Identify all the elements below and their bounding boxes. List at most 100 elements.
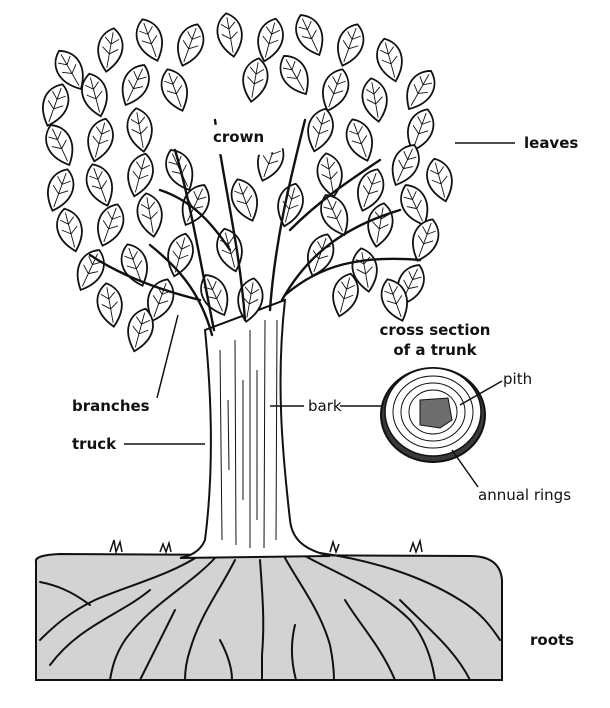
leaf-shape	[380, 278, 408, 322]
leaf-vein	[132, 312, 151, 348]
leaf-vein	[396, 148, 417, 182]
label-branches: branches	[72, 397, 150, 415]
leaf-shape	[181, 184, 210, 227]
leaf-vein	[130, 112, 148, 148]
leaf-shape	[56, 207, 83, 253]
leaf-shape	[357, 168, 385, 212]
leaf-vein	[92, 122, 111, 158]
leaf-vein	[417, 222, 436, 258]
leaf-shape	[177, 23, 205, 67]
label-pith: pith	[503, 370, 533, 388]
leaf-vein	[203, 278, 224, 312]
leader-lines	[124, 142, 515, 488]
leaf-vein	[100, 287, 118, 323]
crown-drawing	[42, 12, 453, 353]
leaf-vein	[312, 112, 331, 148]
leaf-vein	[429, 162, 448, 198]
leaf-vein	[379, 42, 398, 78]
leaf-shape	[135, 18, 163, 62]
leaf-vein	[298, 18, 319, 52]
leaf-vein	[323, 198, 344, 232]
leaf-vein	[164, 72, 183, 108]
leaf-vein	[242, 282, 260, 318]
leaf-vein	[47, 87, 66, 123]
leaf-vein	[403, 188, 424, 222]
leaf-vein	[372, 207, 390, 243]
leaf-shape	[47, 168, 75, 212]
leaf-vein	[126, 68, 147, 102]
pith-shape	[419, 397, 453, 429]
leaf-vein	[220, 17, 238, 53]
leaf-shape	[376, 37, 403, 83]
crown-bubble	[195, 123, 290, 156]
leaf-vein	[327, 72, 346, 108]
leaf-vein	[384, 282, 403, 318]
label-roots: roots	[530, 631, 575, 649]
label-bark: bark	[308, 397, 342, 415]
leaf-vein	[48, 128, 69, 162]
trunk-drawing	[179, 298, 331, 559]
leaf-vein	[124, 247, 143, 283]
leaf-vein	[139, 22, 158, 58]
leaf-shape	[307, 107, 334, 153]
leaf-shape	[127, 307, 154, 353]
label-annual-rings: annual rings	[478, 486, 572, 504]
label-cross-section-line1: cross section	[379, 321, 491, 339]
roots-drawing	[39, 552, 501, 681]
leaf-vein	[57, 54, 80, 86]
leaf-vein	[282, 59, 305, 91]
leaf-vein	[102, 32, 120, 68]
leaf-shape	[97, 203, 125, 247]
leaf-shape	[277, 182, 304, 228]
leaf-vein	[89, 167, 108, 203]
label-crown: crown	[213, 128, 265, 146]
leaf-shape	[121, 64, 150, 107]
leaf-vein	[84, 77, 103, 113]
leaf-shape	[295, 14, 324, 57]
leaf-shape	[45, 124, 74, 167]
leaf-shape	[42, 83, 70, 127]
leaf-shape	[120, 243, 148, 287]
leaf-vein	[349, 122, 368, 158]
leaf-shape	[426, 157, 453, 203]
leaf-shape	[200, 274, 229, 317]
leaf-vein	[282, 187, 301, 223]
leaf-shape	[85, 163, 113, 207]
leaf-shape	[332, 272, 359, 318]
soil-area	[34, 552, 503, 681]
leaf-shape	[81, 72, 108, 118]
leaf-shape	[391, 144, 420, 187]
leaf-vein	[182, 27, 201, 63]
leaf-vein	[342, 27, 361, 63]
leaf-vein	[140, 197, 158, 233]
leaf-vein	[152, 282, 171, 318]
grass-tufts	[109, 538, 423, 555]
leaf-vein	[401, 268, 422, 302]
leaf-vein	[81, 253, 102, 287]
leaf-shape	[165, 149, 194, 192]
leaf-vein	[172, 237, 191, 273]
cross-section-drawing	[380, 367, 486, 463]
leaf-vein	[412, 112, 431, 148]
leaf-vein	[320, 157, 338, 193]
leaf-vein	[132, 157, 151, 193]
leaf-vein	[247, 62, 265, 98]
leaf-vein	[410, 74, 433, 106]
label-truck: truck	[72, 435, 117, 453]
leaf-vein	[362, 172, 381, 208]
leaf-vein	[365, 82, 383, 118]
leaf-vein	[262, 22, 281, 58]
label-cross-section-line2: of a trunk	[393, 341, 477, 359]
leaf-vein	[234, 182, 253, 218]
leaf-shape	[160, 68, 188, 112]
leaf-vein	[186, 188, 207, 222]
leaf-shape	[87, 117, 114, 163]
leaf-shape	[230, 178, 258, 222]
leaf-vein	[59, 212, 78, 248]
leaf-shape	[127, 152, 154, 198]
leaf-shape	[257, 17, 284, 63]
leaf-shape	[345, 118, 373, 162]
leaf-vein	[102, 207, 121, 243]
